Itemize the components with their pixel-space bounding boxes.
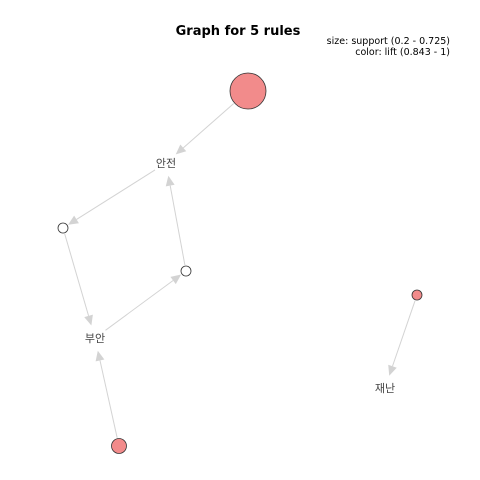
graph-title: Graph for 5 rules: [176, 24, 301, 39]
edge-r3-to-anjeon: [165, 175, 186, 266]
edge-r2-to-buan: [64, 233, 93, 326]
item-label-anjeon: 안전: [156, 157, 176, 170]
item-label-jaenan: 재난: [375, 382, 395, 395]
rule-node-r4: [111, 438, 127, 454]
legend-size: size: support (0.2 - 0.725): [327, 36, 450, 47]
edge-r5-to-jaenan: [388, 300, 416, 376]
rule-node-r1: [229, 72, 267, 110]
rule-node-r5: [411, 289, 423, 301]
edge-r4-to-buan: [95, 350, 118, 438]
edge-buan-to-r3: [105, 274, 182, 331]
rule-node-r2: [57, 222, 69, 234]
legend-color: color: lift (0.843 - 1): [355, 47, 450, 58]
edges-layer: [64, 103, 416, 438]
item-label-buan: 부안: [85, 332, 105, 345]
edge-anjeon-to-r2: [68, 169, 156, 225]
rule-node-r3: [180, 265, 192, 277]
edge-r1-to-anjeon: [175, 103, 235, 155]
